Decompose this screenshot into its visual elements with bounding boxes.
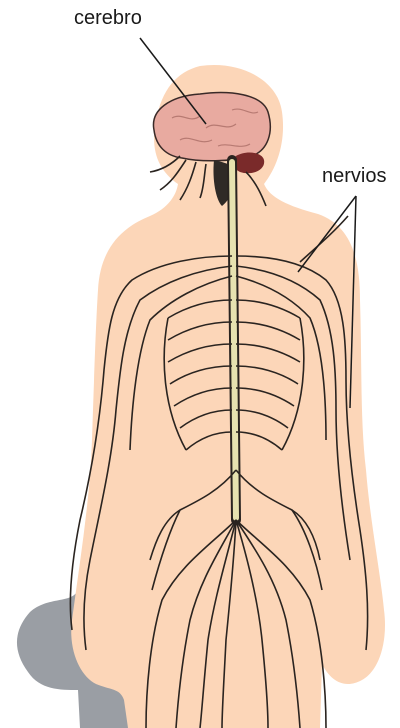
nerves-label: nervios (322, 166, 386, 186)
brain (153, 93, 270, 161)
spinal-cord-inner (232, 162, 236, 518)
brain-label: cerebro (74, 8, 142, 28)
